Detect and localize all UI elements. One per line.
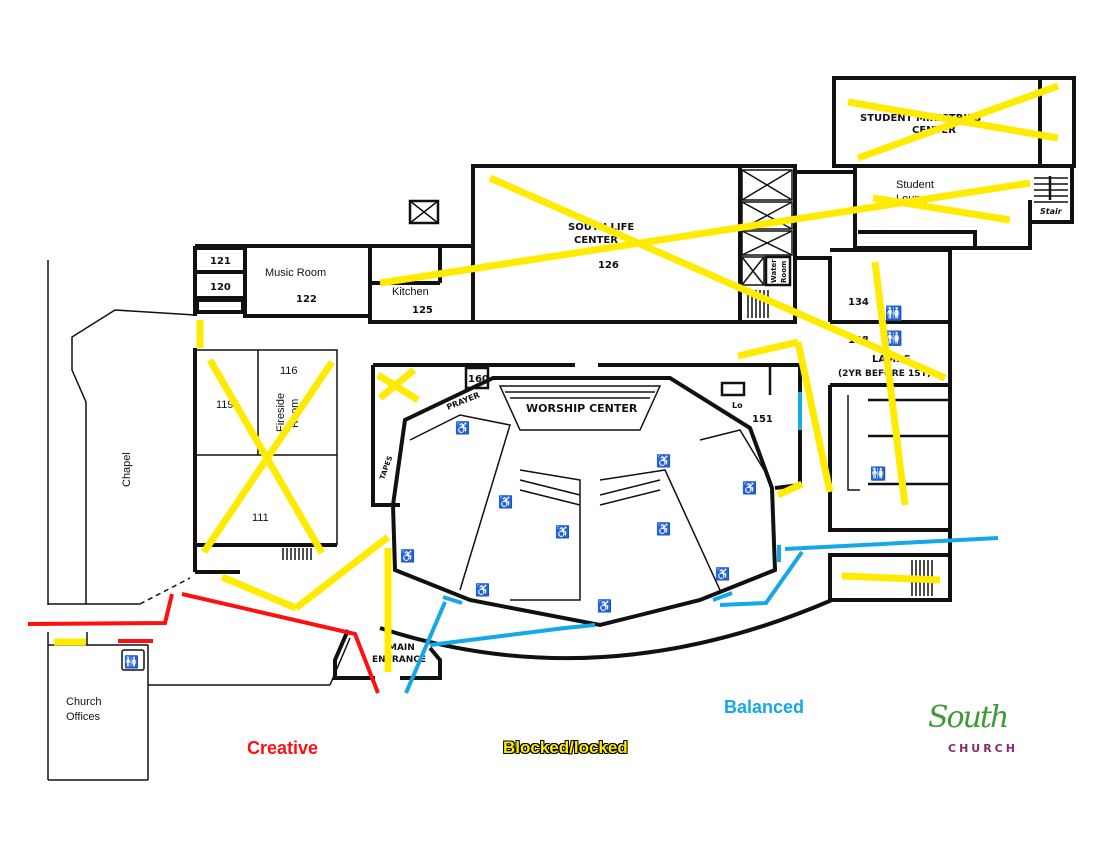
legend-balanced: Balanced <box>724 697 805 717</box>
room-label-south-life-2: CENTER <box>574 235 618 246</box>
room-label-church-offices: Church <box>66 696 101 708</box>
room-label-entrance: ENTRANCE <box>372 655 426 665</box>
room-number-134: 134 <box>848 297 869 308</box>
svg-text:♿: ♿ <box>555 525 570 539</box>
chapel-block: Chapel Church Offices 🚻 <box>47 260 351 781</box>
logo-church-text: CHURCH <box>948 742 1018 755</box>
balanced-marks <box>404 392 999 694</box>
room-number-119: 119 <box>216 399 234 411</box>
svg-text:♿: ♿ <box>400 549 415 563</box>
restroom-icon-134: 🚻 <box>885 305 902 322</box>
room-label-lambs-sub: (2YR BEFORE 1ST) <box>838 369 931 379</box>
logo-south-text: South <box>928 700 1009 735</box>
room-number-116: 116 <box>280 365 298 377</box>
restroom-icon-128: 🚻 <box>885 330 902 347</box>
elevator-symbol <box>408 199 440 225</box>
room-number-125: 125 <box>412 305 433 316</box>
room-label-chapel: Chapel <box>121 452 133 487</box>
room-number-111: 111 <box>252 512 269 524</box>
room-label-main: MAIN <box>388 643 415 653</box>
room-number-121: 121 <box>210 256 231 267</box>
room-number-160: 160 <box>468 374 489 385</box>
legend-creative: Creative <box>247 738 319 758</box>
classroom-block: 116 119 Fireside Room 111 <box>193 348 338 574</box>
svg-text:♿: ♿ <box>715 567 730 581</box>
room-number-122: 122 <box>296 294 317 305</box>
svg-text:♿: ♿ <box>656 522 671 536</box>
room-label-lo: Lo <box>732 401 743 410</box>
creative-marks <box>27 592 380 694</box>
svg-text:♿: ♿ <box>656 454 671 468</box>
svg-text:♿: ♿ <box>498 495 513 509</box>
room-number-120: 120 <box>210 282 231 293</box>
south-church-logo: South CHURCH <box>910 700 1030 770</box>
room-label-water-2: Room <box>780 261 788 283</box>
svg-text:♿: ♿ <box>475 583 490 597</box>
svg-text:🚻: 🚻 <box>124 655 139 669</box>
room-label-church-offices-2: Offices <box>66 711 101 723</box>
room-label-fireside: Fireside <box>275 393 287 432</box>
main-entrance-block: MAIN ENTRANCE <box>333 598 833 680</box>
room-label-music: Music Room <box>265 267 326 279</box>
worship-center-block: 151 Lo 160 PRAYER TAPES WORSHIP CENTER ♿… <box>371 363 802 628</box>
wheelchair-icons: ♿ ♿ ♿ ♿ ♿ ♿ ♿ ♿ ♿ ♿ <box>400 421 757 613</box>
room-number-126: 126 <box>598 260 619 271</box>
east-wing-block: 134 128 LAMBS (2YR BEFORE 1ST) 🚻 🚻 🚻 <box>828 248 952 602</box>
restroom-icon-east: 🚻 <box>870 466 886 481</box>
room-label-tapes: TAPES <box>378 455 394 481</box>
room-label-water: Water <box>770 259 778 283</box>
room-label-kitchen: Kitchen <box>392 286 429 298</box>
room-label-worship-center: WORSHIP CENTER <box>526 402 638 415</box>
svg-text:♿: ♿ <box>597 599 612 613</box>
room-label-stair: Stair <box>1040 207 1063 216</box>
room-label-student-ministries: STUDENT MINISTRIES <box>860 113 981 124</box>
svg-text:♿: ♿ <box>742 481 757 495</box>
svg-text:♿: ♿ <box>455 421 470 435</box>
legend-blocked: Blocked/locked <box>503 738 628 757</box>
west-rooms-block: 121 120 Music Room 122 Kitchen 125 <box>193 244 473 324</box>
blocked-marks <box>54 82 1060 672</box>
room-label-student-lounge: Student <box>896 179 934 191</box>
room-label-lambs: LAMBS <box>872 354 911 365</box>
room-number-151: 151 <box>752 414 773 425</box>
restroom-icon <box>121 649 145 671</box>
